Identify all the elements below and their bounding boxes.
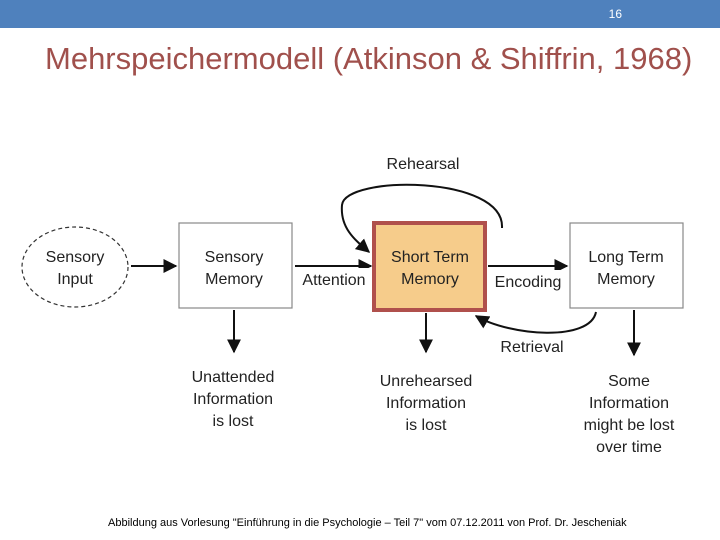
retrieval-arrow xyxy=(474,311,597,334)
sensory-memory-box xyxy=(178,222,293,309)
sensory-input-label-1: Sensory xyxy=(46,249,105,266)
short-term-memory-box xyxy=(372,221,487,312)
slide-number: 16 xyxy=(608,7,622,21)
slide-title: Mehrspeichermodell (Atkinson & Shiffrin,… xyxy=(45,41,693,76)
attention-label: Attention xyxy=(302,272,365,289)
header-bar: 16 xyxy=(0,0,720,28)
short-term-memory-label-2: Memory xyxy=(401,271,459,288)
unattended-label-2: Information xyxy=(193,391,273,408)
some-lost-label-4: over time xyxy=(596,439,662,456)
unattended-label-1: Unattended xyxy=(192,369,275,386)
unattended-label-3: is lost xyxy=(213,413,254,430)
sensory-input-label-2: Input xyxy=(57,271,93,288)
some-lost-label-3: might be lost xyxy=(584,417,675,434)
unrehearsed-label-1: Unrehearsed xyxy=(380,373,473,390)
sensory-memory-label-2: Memory xyxy=(205,271,263,288)
memory-model-diagram: Sensory Input Sensory Memory Short Term … xyxy=(21,156,684,456)
unrehearsed-label-3: is lost xyxy=(406,417,447,434)
some-lost-label-1: Some xyxy=(608,373,650,390)
sensory-input-circle xyxy=(21,226,129,308)
rehearsal-loop-arrow xyxy=(340,183,504,253)
encoding-label: Encoding xyxy=(495,274,562,291)
long-term-memory-label-1: Long Term xyxy=(588,249,663,266)
short-term-memory-label-1: Short Term xyxy=(391,249,469,266)
retrieval-label: Retrieval xyxy=(500,339,563,356)
some-lost-label-2: Information xyxy=(589,395,669,412)
sensory-memory-label-1: Sensory xyxy=(205,249,264,266)
unrehearsed-label-2: Information xyxy=(386,395,466,412)
long-term-memory-box xyxy=(569,222,684,309)
long-term-memory-label-2: Memory xyxy=(597,271,655,288)
rehearsal-label: Rehearsal xyxy=(387,156,460,173)
figure-caption: Abbildung aus Vorlesung "Einführung in d… xyxy=(108,517,627,529)
